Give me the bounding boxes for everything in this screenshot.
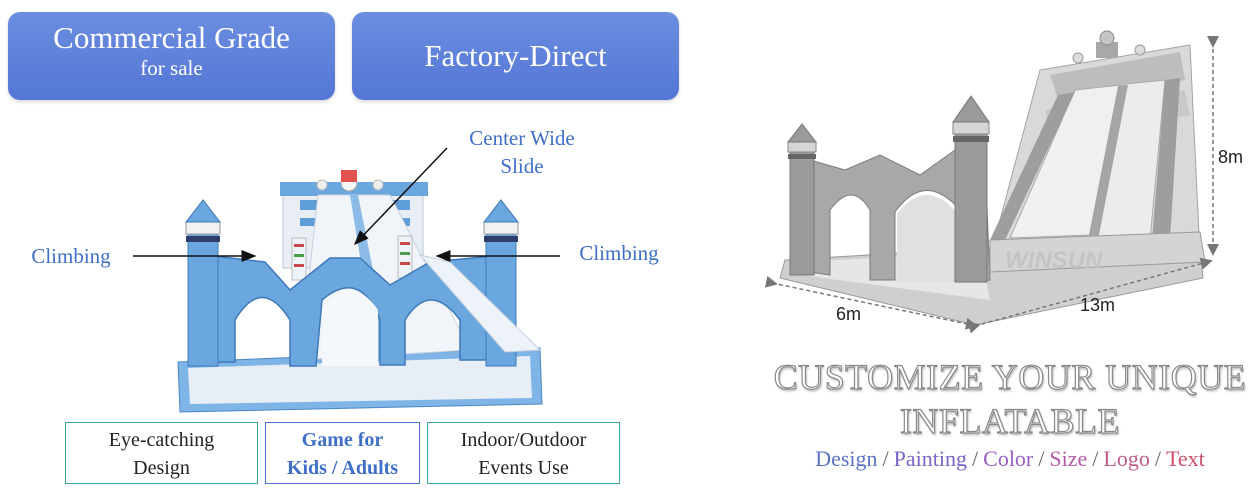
grey-inflatable-render: WINSUN <box>779 30 1206 326</box>
center-wide-slide-label: Center Wide Slide <box>452 124 592 180</box>
blue-inflatable-slide <box>177 170 543 413</box>
for-sale-subtitle: for sale <box>140 56 203 80</box>
feature-game-for-kids-adults: Game for Kids / Adults <box>265 422 420 484</box>
option-logo: Logo <box>1103 446 1150 471</box>
customization-options: Design/Painting/Color/Size/Logo/Text <box>770 446 1250 472</box>
option-design: Design <box>815 446 878 471</box>
feature-1-line-2: Design <box>133 457 190 479</box>
width-label: 6m <box>836 304 861 324</box>
option-separator: / <box>882 446 889 471</box>
feature-3-line-1: Indoor/Outdoor <box>460 429 587 451</box>
feature-2-line-1: Game for <box>301 429 384 451</box>
customize-heading-line-1: CUSTOMIZE YOUR UNIQUE <box>773 356 1247 397</box>
brand-watermark: WINSUN <box>1005 247 1103 274</box>
height-label: 8m <box>1218 147 1243 167</box>
option-separator: / <box>1038 446 1045 471</box>
climbing-left-label: Climbing <box>31 244 111 268</box>
option-separator: / <box>1092 446 1099 471</box>
feature-2-line-2: Kids / Adults <box>286 457 399 479</box>
customize-heading-line-2: INFLATABLE <box>899 400 1121 441</box>
option-color: Color <box>983 446 1034 471</box>
length-label: 13m <box>1080 295 1115 315</box>
commercial-grade-title: Commercial Grade <box>53 20 290 55</box>
center-slide-arrow <box>353 147 448 246</box>
feature-1-line-1: Eye-catching <box>108 429 215 451</box>
factory-direct-title: Factory-Direct <box>424 38 607 73</box>
option-separator: / <box>1154 446 1161 471</box>
option-text: Text <box>1165 446 1205 471</box>
option-size: Size <box>1049 446 1088 471</box>
commercial-grade-banner: Commercial Grade for sale <box>8 12 335 100</box>
option-separator: / <box>972 446 979 471</box>
feature-eye-catching-design: Eye-catching Design <box>65 422 258 484</box>
center-wide-slide-text: Center Wide Slide <box>469 126 575 178</box>
climbing-right-label: Climbing <box>579 241 659 265</box>
length-dimension-line <box>967 257 1213 334</box>
feature-indoor-outdoor-events: Indoor/Outdoor Events Use <box>427 422 620 484</box>
feature-3-line-2: Events Use <box>478 457 569 479</box>
option-painting: Painting <box>893 446 968 471</box>
width-dimension-line <box>764 275 978 330</box>
factory-direct-banner: Factory-Direct <box>352 12 679 100</box>
